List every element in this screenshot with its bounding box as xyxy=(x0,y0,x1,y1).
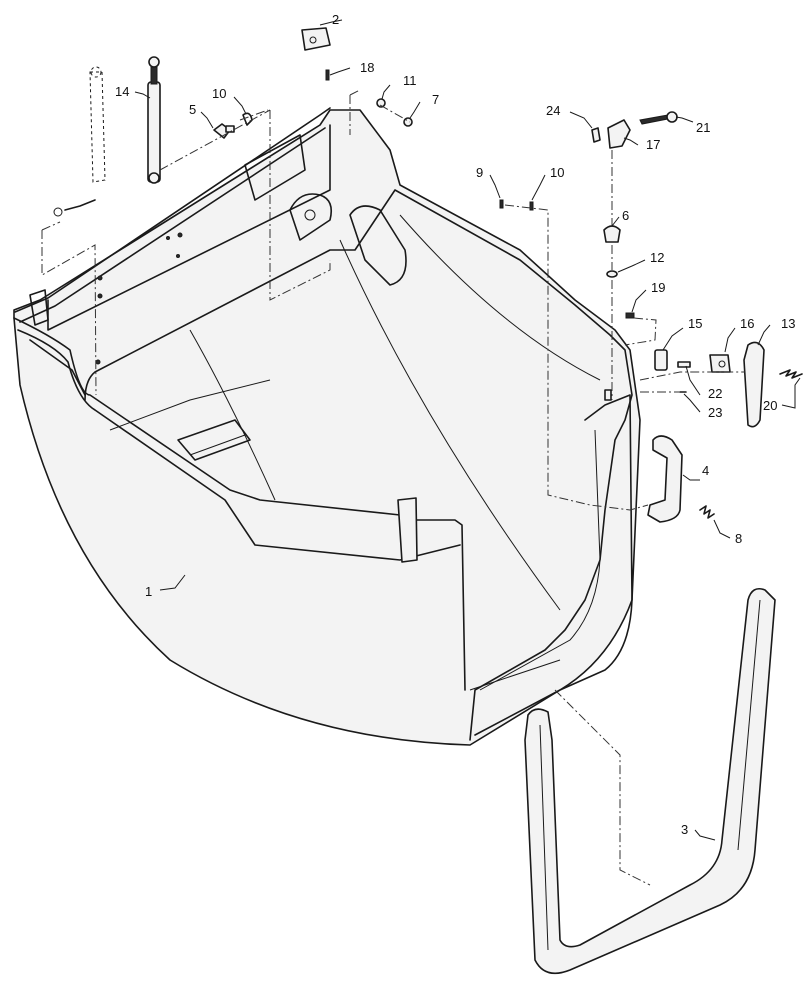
callout-14: 14 xyxy=(115,84,129,99)
handle-part[interactable] xyxy=(647,435,683,523)
callout-17: 17 xyxy=(646,137,660,152)
callout-10-right: 10 xyxy=(550,165,564,180)
callout-24: 24 xyxy=(546,103,560,118)
callout-3: 3 xyxy=(681,822,688,837)
callout-2: 2 xyxy=(332,12,339,27)
gas-strut-part[interactable] xyxy=(147,56,161,184)
callout-1: 1 xyxy=(145,584,152,599)
leader-lines xyxy=(134,19,801,841)
callout-21: 21 xyxy=(696,120,710,135)
callout-labels: 1 2 3 4 5 6 7 8 9 10 10 11 12 13 14 15 1… xyxy=(115,12,795,837)
assembly-lines xyxy=(41,89,745,886)
callout-13: 13 xyxy=(781,316,795,331)
cover-panel-part[interactable] xyxy=(13,107,641,746)
callout-15: 15 xyxy=(688,316,702,331)
strut-phantom xyxy=(53,66,106,217)
callout-19: 19 xyxy=(651,280,665,295)
callout-18: 18 xyxy=(360,60,374,75)
callout-11: 11 xyxy=(403,73,417,88)
callout-7: 7 xyxy=(432,92,439,107)
callout-9: 9 xyxy=(476,165,483,180)
callout-4: 4 xyxy=(702,463,709,478)
hardware-parts[interactable] xyxy=(213,27,803,519)
callout-23: 23 xyxy=(708,405,722,420)
callout-6: 6 xyxy=(622,208,629,223)
callout-5: 5 xyxy=(189,102,196,117)
callout-12: 12 xyxy=(650,250,664,265)
callout-10-left: 10 xyxy=(212,86,226,101)
callout-8: 8 xyxy=(735,531,742,546)
callout-16: 16 xyxy=(740,316,754,331)
callout-20: 20 xyxy=(763,398,777,413)
seal-part[interactable] xyxy=(524,587,776,975)
callout-22: 22 xyxy=(708,386,722,401)
